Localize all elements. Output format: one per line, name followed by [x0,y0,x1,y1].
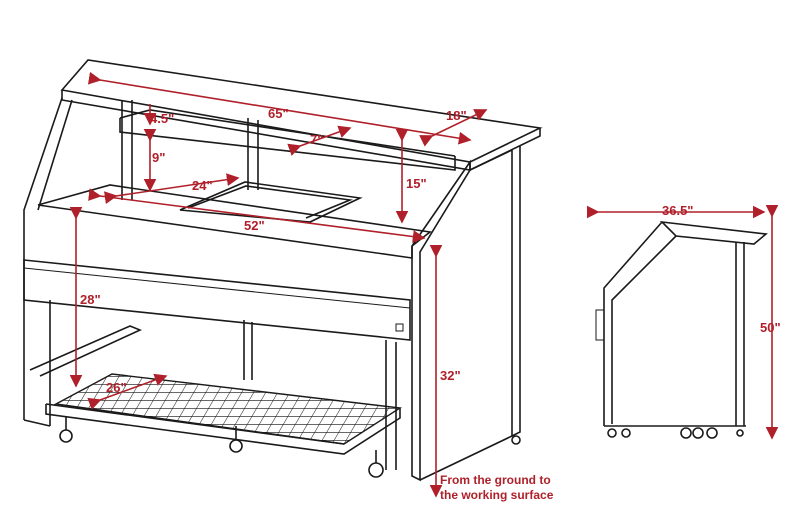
label-sink-width: 24" [192,178,213,193]
label-top-length: 65" [268,106,289,121]
label-top-depth: 18" [446,108,467,123]
label-shelf-height: 9" [152,150,165,165]
label-shelf-depth: 7" [310,132,323,147]
note-line-1: From the ground to [440,473,551,487]
label-grid-depth: 26" [106,380,127,395]
label-knee-height: 28" [80,292,101,307]
label-side-depth: 36.5" [662,203,693,218]
label-work-length: 52" [244,218,265,233]
label-back-offset: 4.5" [150,111,174,126]
label-total-height: 50" [760,320,781,335]
label-tray-height: 15" [406,176,427,191]
side-view [586,204,779,440]
front-view [23,59,543,482]
label-work-height: 32" [440,368,461,383]
note-line-2: the working surface [440,488,554,502]
front-dimension-lines [69,71,488,498]
